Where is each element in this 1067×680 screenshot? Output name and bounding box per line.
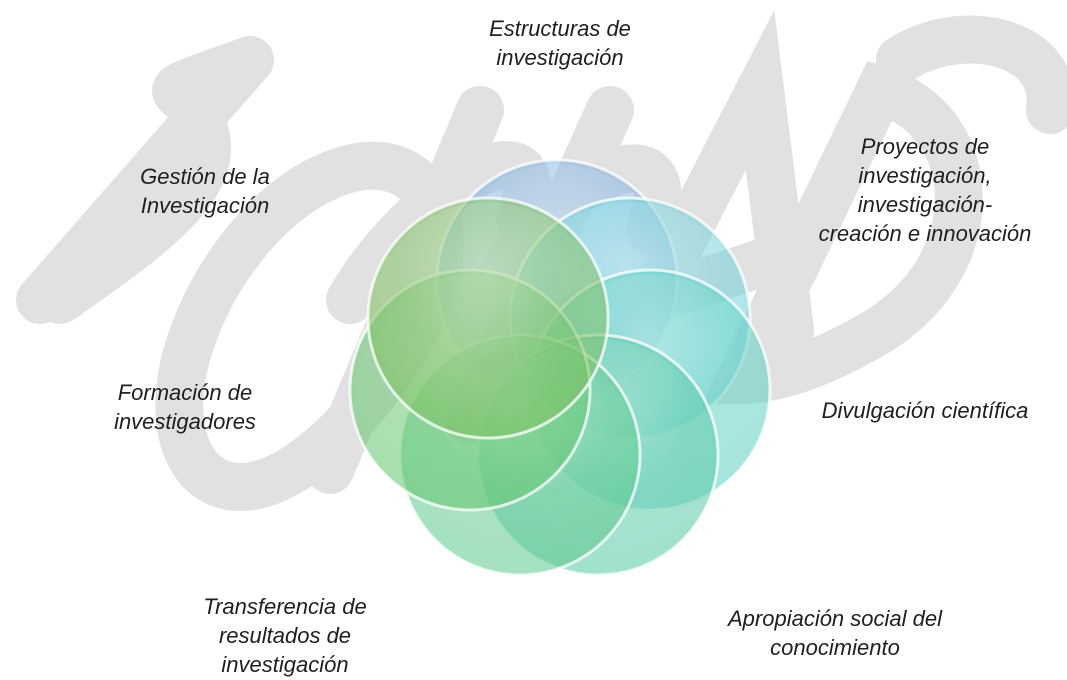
watermark-letter-d <box>701 61 983 405</box>
petal-group <box>348 158 772 577</box>
label-formacion: Formación de investigadores <box>114 380 256 434</box>
label-divulgacion: Divulgación científica <box>821 398 1029 423</box>
label-estructuras: Estructuras de investigación <box>489 16 631 70</box>
watermark-letter-b <box>16 36 274 324</box>
petal-highlight <box>372 202 604 434</box>
label-apropiacion: Apropiación social del conocimiento <box>727 606 943 660</box>
label-proyectos: Proyectos de investigación, investigació… <box>818 134 1032 246</box>
label-transferencia: Transferencia de resultados de investiga… <box>203 594 367 677</box>
label-gestion: Gestión de la Investigación <box>140 164 270 218</box>
watermark-letter-o2 <box>876 15 1067 134</box>
